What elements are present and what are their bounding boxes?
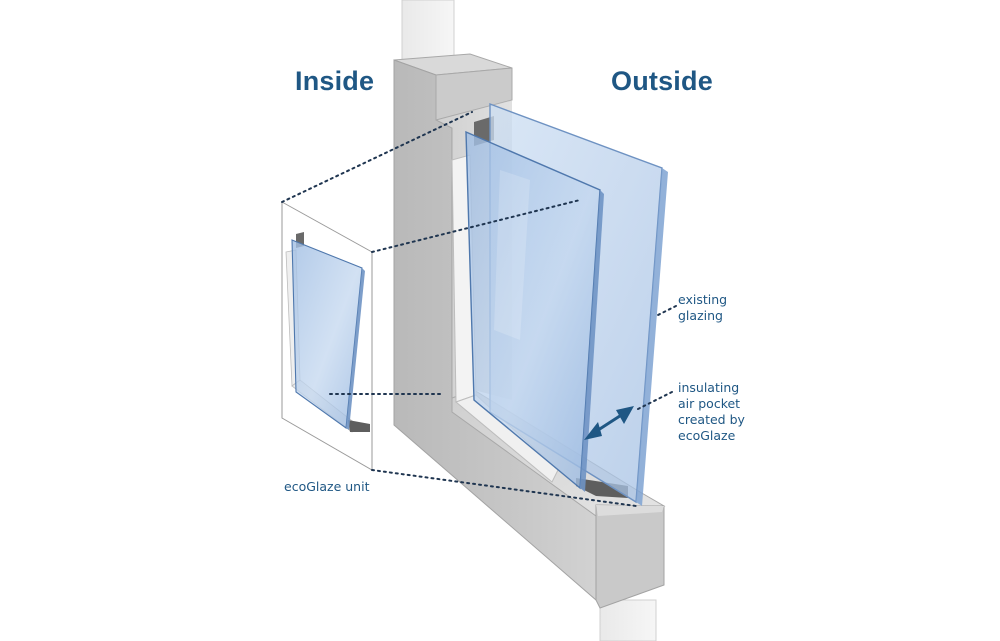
ecoglaze-unit-label: ecoGlaze unit xyxy=(284,479,370,494)
upper-post xyxy=(401,0,455,63)
inside-heading: Inside xyxy=(295,66,375,96)
leader-lines xyxy=(281,111,677,507)
existing-glazing-label: existing glazing xyxy=(678,292,728,323)
existing-glazing-edge xyxy=(636,168,668,506)
lower-post xyxy=(599,599,657,641)
inner-pane-reflection xyxy=(494,170,530,340)
ecoglaze-unit-inset xyxy=(281,201,373,471)
outside-heading: Outside xyxy=(611,66,713,96)
air-pocket-label: insulating air pocket created by ecoGlaz… xyxy=(678,380,745,443)
air-pocket-arrow xyxy=(584,406,634,440)
ecoglaze-pane-edge xyxy=(580,190,604,492)
